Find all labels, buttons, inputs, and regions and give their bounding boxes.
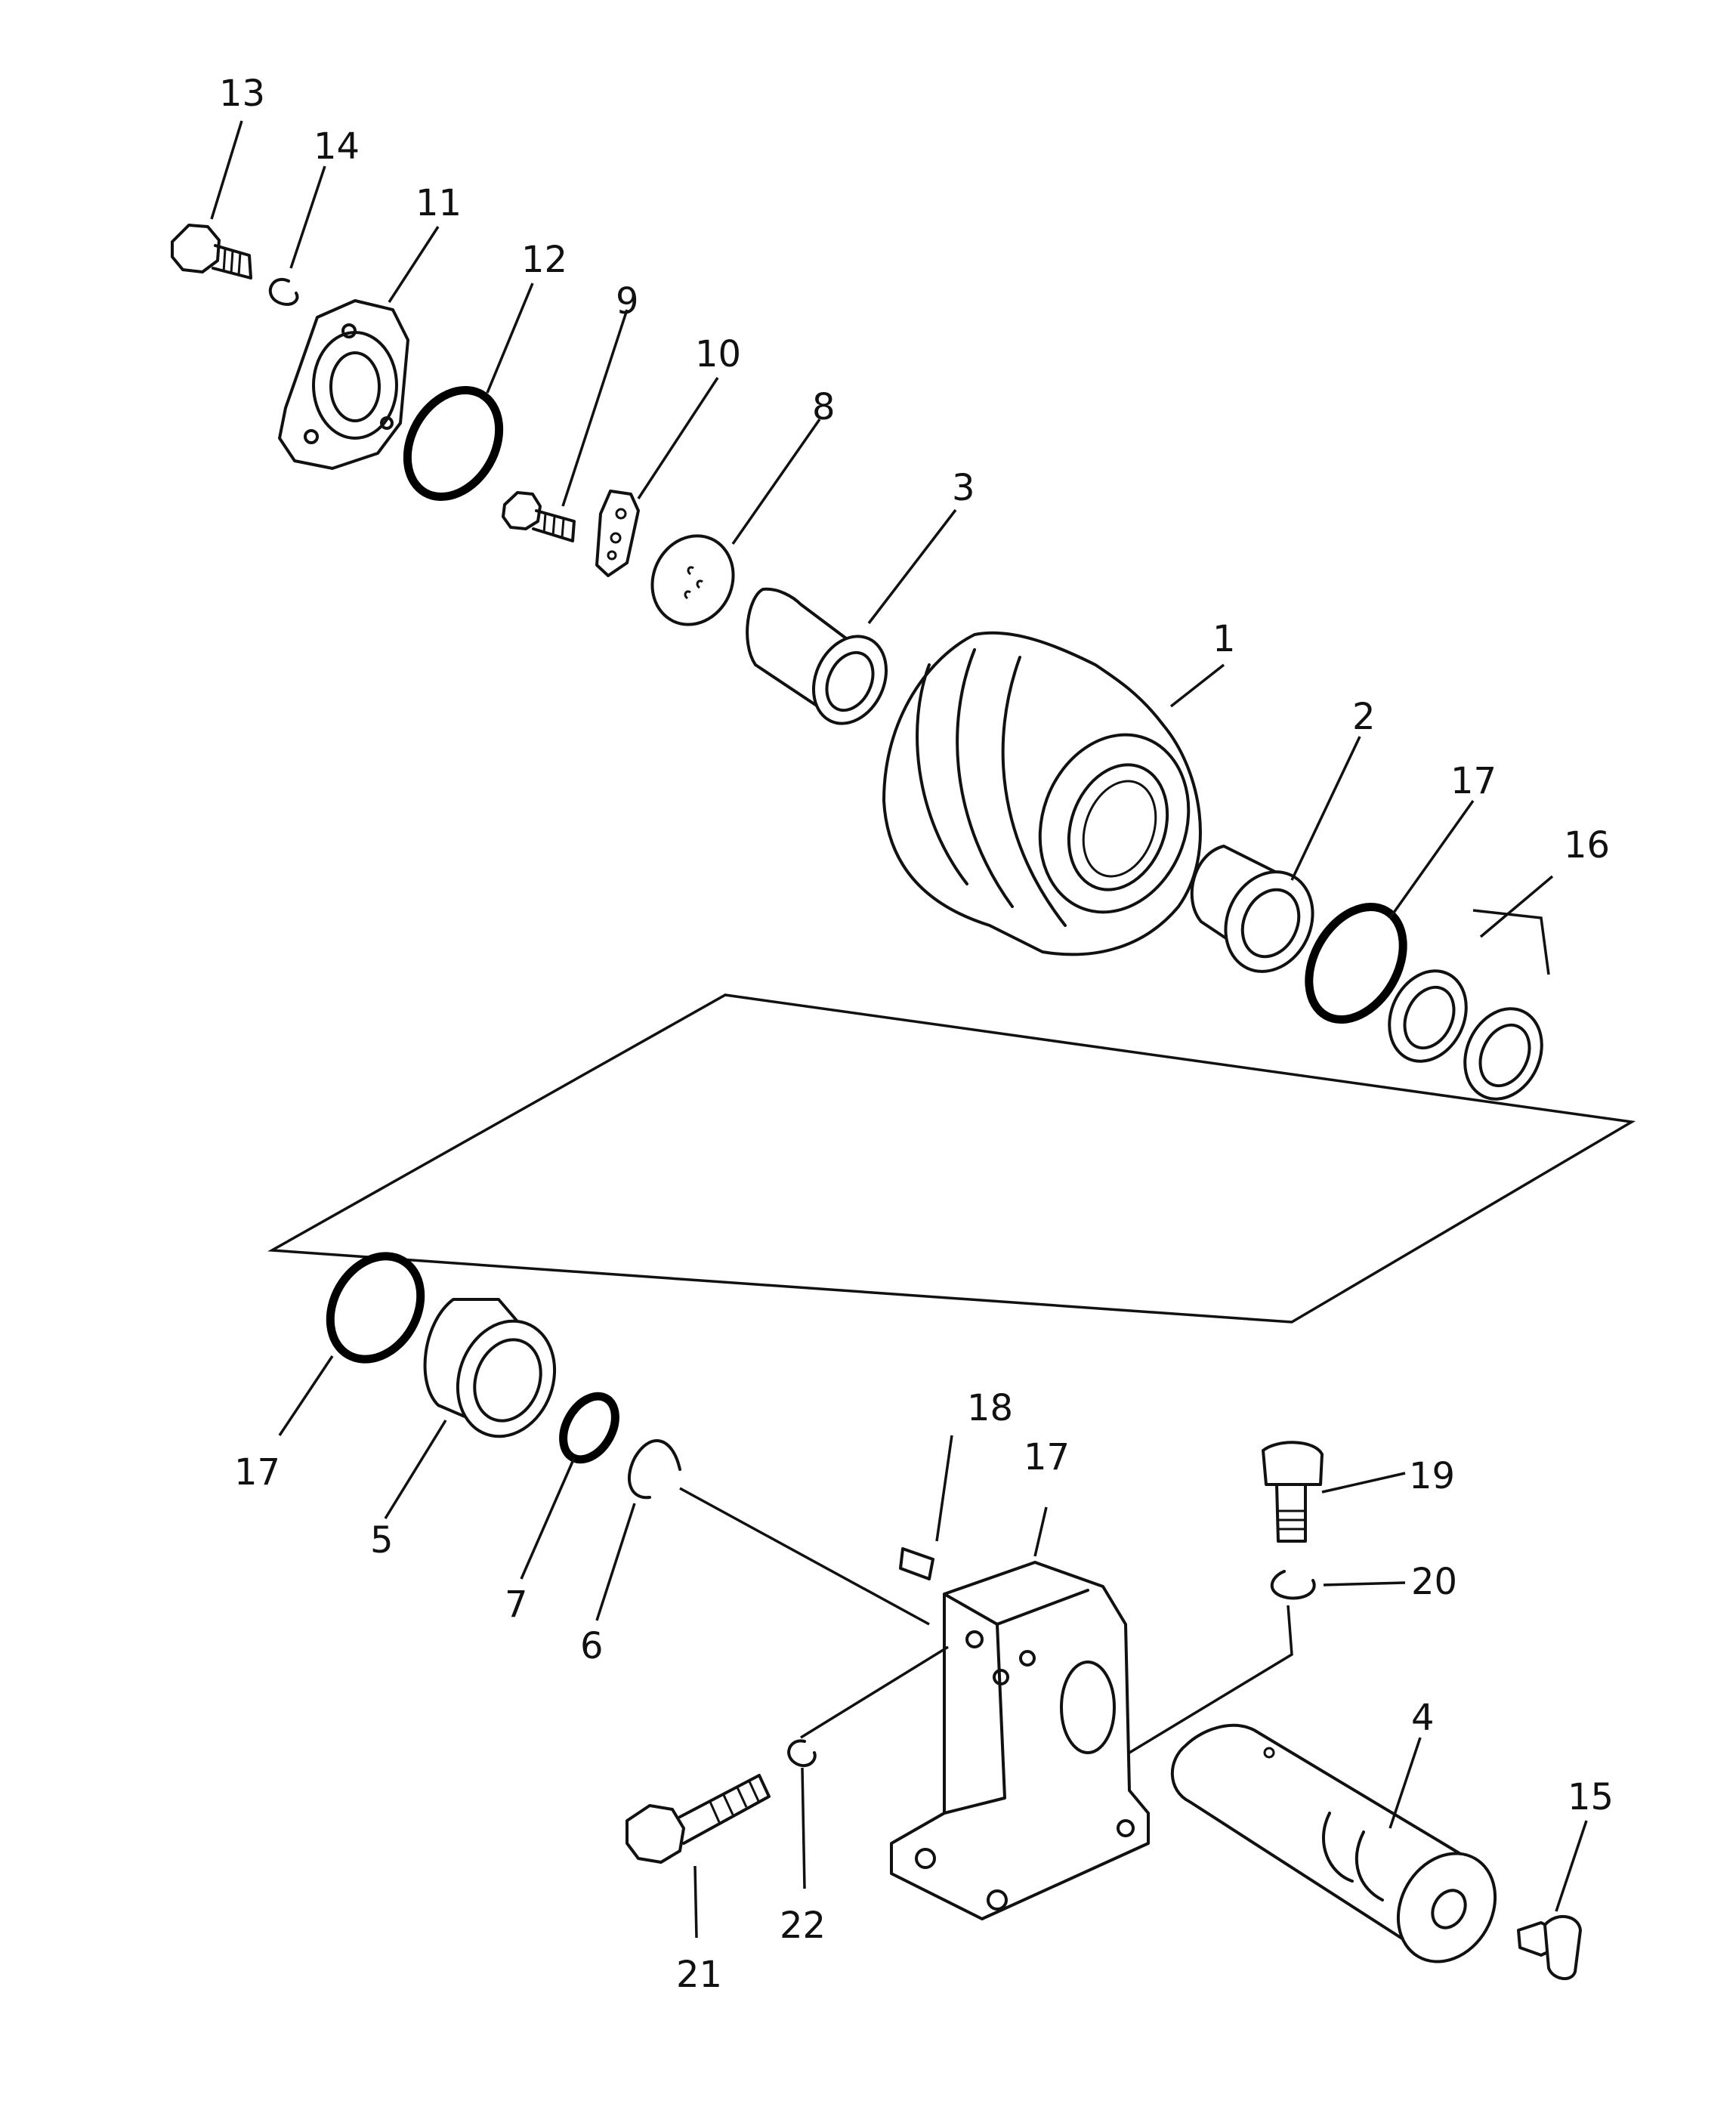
callout-labels: 13 14 11 12 9 10 8 3 1 2 17 16 17 5 7 6 … — [219, 73, 1614, 1996]
part-12-o-ring — [403, 385, 504, 502]
callout-1: 1 — [1212, 618, 1236, 660]
part-11-cover — [278, 299, 409, 470]
callout-22: 21 — [676, 1954, 722, 1996]
callout-16: 16 — [1564, 824, 1610, 867]
callout-4: 4 — [1411, 1697, 1435, 1739]
callout-19: 18 — [967, 1387, 1013, 1429]
callout-14: 14 — [314, 125, 360, 168]
part-17-o-ring-upper — [1305, 902, 1407, 1024]
part-17-o-ring-lower — [326, 1252, 425, 1364]
part-20-bolt — [1262, 1441, 1324, 1543]
part-21-washer — [1270, 1570, 1316, 1600]
callout-11: 11 — [415, 182, 462, 224]
part-3-bushing — [746, 587, 888, 725]
callout-17-upper: 17 — [1450, 760, 1497, 802]
part-6-snap-ring — [627, 1439, 681, 1500]
part-18-bracket — [890, 1561, 1150, 1920]
part-23-washer — [787, 1739, 817, 1768]
callout-18: 17 — [1024, 1436, 1070, 1478]
callout-9: 9 — [616, 280, 639, 323]
callout-7: 7 — [505, 1583, 528, 1626]
part-16-seal-pair — [1388, 969, 1543, 1101]
part-7-o-ring — [559, 1392, 619, 1464]
part-15-plug — [1517, 1914, 1582, 1980]
callout-20: 19 — [1409, 1455, 1455, 1497]
part-8-cap — [650, 534, 735, 626]
callout-8: 8 — [812, 386, 836, 428]
callout-10: 10 — [695, 333, 741, 375]
part-13-bolt — [171, 224, 252, 280]
part-1-roller — [882, 631, 1202, 956]
callout-21: 20 — [1411, 1561, 1457, 1603]
part-5-collar — [423, 1298, 557, 1438]
callout-6: 6 — [580, 1625, 604, 1667]
callout-13: 13 — [219, 73, 265, 115]
callout-2: 2 — [1352, 696, 1376, 738]
callout-15: 15 — [1568, 1776, 1614, 1818]
part-2-bushing — [1190, 845, 1314, 973]
leader-lines — [210, 120, 1588, 1939]
part-10-plate — [595, 490, 640, 577]
callout-3: 3 — [952, 467, 975, 509]
part-22-bolt — [626, 1774, 771, 1864]
callout-12: 12 — [521, 239, 567, 281]
assembly-outline — [267, 993, 1636, 1324]
part-4-shaft — [1170, 1723, 1497, 1963]
part-14-washer — [268, 278, 299, 306]
callout-23: 22 — [780, 1905, 826, 1947]
callout-17-lower: 17 — [234, 1451, 280, 1494]
part-19-pin — [899, 1547, 934, 1580]
callout-5: 5 — [370, 1519, 394, 1562]
part-9-bolt — [502, 491, 576, 542]
